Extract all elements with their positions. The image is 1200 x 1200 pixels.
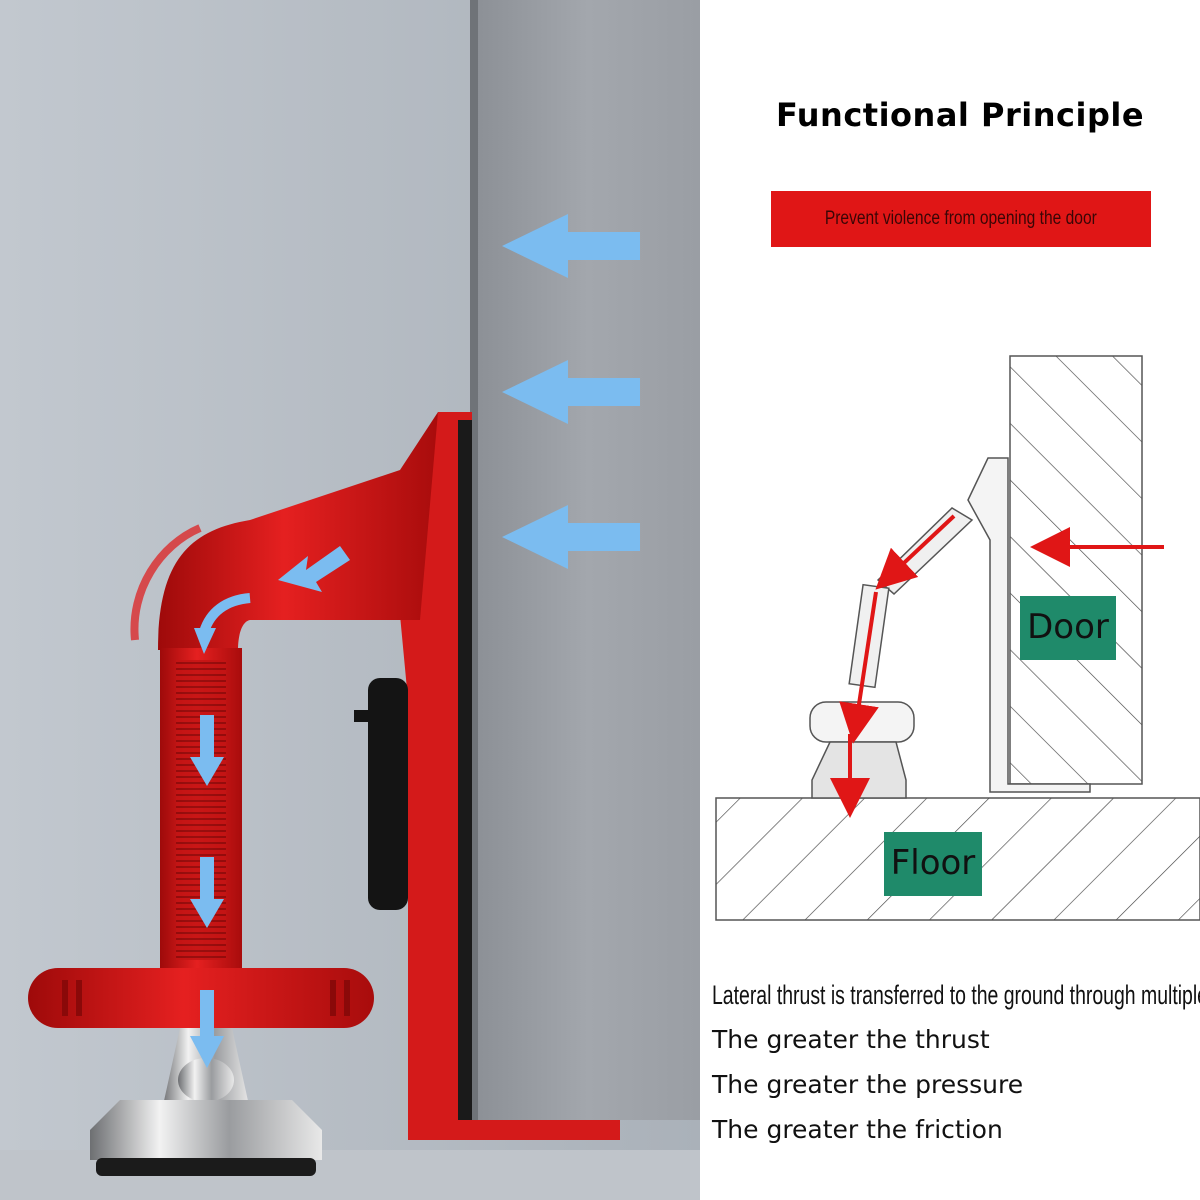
principle-diagram: Door Floor	[715, 355, 1200, 921]
force-arrow	[502, 214, 640, 278]
floor-label-box	[884, 832, 982, 896]
rubber-pad	[96, 1158, 316, 1176]
principle-panel: Functional Principle Prevent violence fr…	[700, 0, 1200, 1200]
force-arrow	[190, 990, 224, 1068]
warning-banner-text: Prevent violence from opening the door	[825, 208, 1097, 229]
chrome-foot	[90, 1100, 322, 1160]
description-line: The greater the friction	[712, 1115, 1003, 1144]
twist-handle-grip-left	[62, 980, 68, 1016]
diagram-arm	[876, 507, 974, 596]
diagram-handle	[809, 701, 915, 743]
description-line: The greater the pressure	[712, 1070, 1024, 1099]
lever-arm	[158, 412, 438, 650]
diagram-foot	[811, 741, 907, 799]
door-label: Door	[1027, 607, 1109, 647]
warning-banner: Prevent violence from opening the door	[771, 191, 1151, 247]
floor-label: Floor	[891, 843, 976, 883]
door-edge	[470, 0, 478, 1120]
force-arrow	[194, 593, 251, 654]
lock-handle	[368, 678, 408, 910]
door-bracket	[400, 412, 620, 1140]
twist-handle-grip-right	[344, 980, 350, 1016]
diagram-force-arrow	[839, 591, 879, 744]
product-photo	[0, 0, 700, 1200]
page-title: Functional Principle	[775, 96, 1145, 134]
twist-handle-grip-left	[76, 980, 82, 1016]
twist-handle-grip-right	[330, 980, 336, 1016]
force-arrow	[190, 715, 224, 786]
diagram-door	[1009, 355, 1143, 785]
bracket-black-pad	[458, 420, 472, 1120]
diagram-force-arrow	[875, 514, 956, 590]
chrome-ball	[178, 1058, 234, 1102]
force-arrow	[502, 360, 640, 424]
force-arrow	[502, 505, 640, 569]
force-arrow	[190, 857, 224, 928]
door-label-box	[1020, 596, 1116, 660]
description-line: Lateral thrust is transferred to the gro…	[712, 980, 1200, 1010]
diagram-bracket	[967, 457, 1091, 793]
force-arrow	[278, 546, 350, 592]
door-panel	[476, 0, 700, 1120]
lock-handle-tab	[354, 710, 370, 722]
description-line: The greater the thrust	[712, 1025, 990, 1054]
rotation-arc	[130, 524, 202, 641]
